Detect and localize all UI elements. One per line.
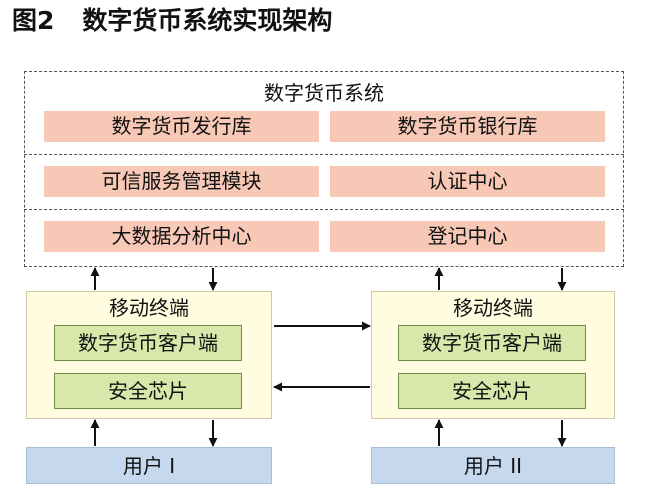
figure-label: 图2 [12,6,55,35]
bank-library-module: 数字货币银行库 [330,111,605,142]
user-two: 用户 II [371,447,615,484]
issuance-library-module: 数字货币发行库 [44,111,319,142]
figure-title: 图2 数字货币系统实现架构 [12,4,332,38]
wallet-client: 数字货币客户端 [54,325,242,361]
big-data-center-module: 大数据分析中心 [44,221,319,252]
system-divider [24,209,624,210]
security-chip: 安全芯片 [54,373,242,409]
system-divider [24,154,624,155]
wallet-client: 数字货币客户端 [398,325,586,361]
registration-center-module: 登记中心 [330,221,605,252]
security-chip: 安全芯片 [398,373,586,409]
figure-heading: 数字货币系统实现架构 [82,6,333,35]
trusted-service-module: 可信服务管理模块 [44,166,319,197]
certification-center-module: 认证中心 [330,166,605,197]
system-title: 数字货币系统 [264,81,384,105]
digital-currency-system [24,71,624,267]
terminal-title: 移动终端 [109,296,189,320]
terminal-title: 移动终端 [453,296,533,320]
user-one: 用户 I [26,447,272,484]
